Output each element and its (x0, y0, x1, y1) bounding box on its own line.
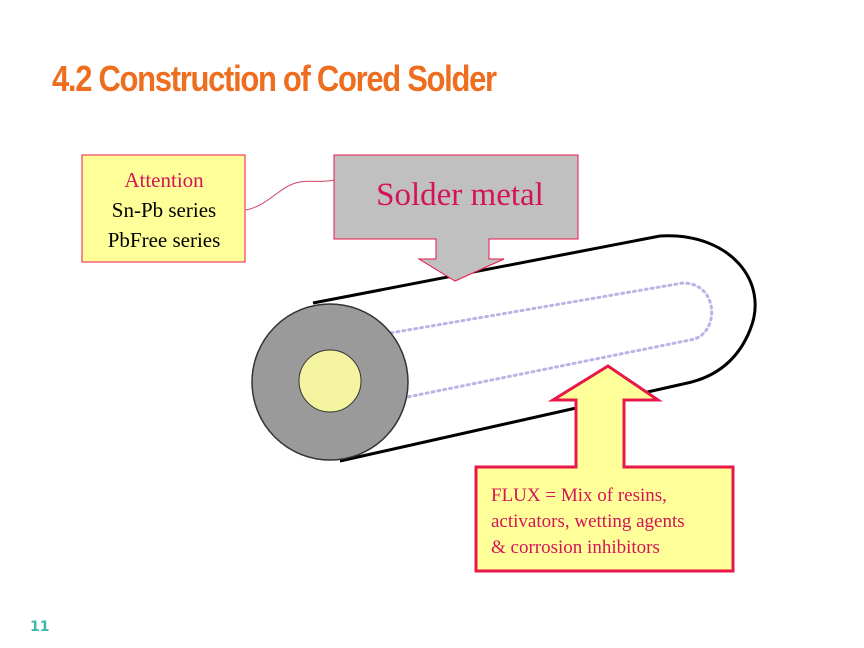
slide-title: 4.2 Construction of Cored Solder (52, 58, 497, 99)
cylinder-body (330, 236, 732, 461)
flux-line-2: activators, wetting agents (491, 511, 685, 532)
attention-heading: Attention (124, 168, 204, 192)
connector-line (245, 179, 335, 211)
flux-core-dotted-line (318, 281, 714, 414)
solder-metal-label: Solder metal (376, 177, 544, 213)
flux-line-1: FLUX = Mix of resins, (491, 485, 667, 506)
attention-box (81, 154, 246, 263)
flux-core-section (298, 349, 362, 413)
attention-line-pbfree: PbFree series (108, 228, 221, 252)
cylinder-top-edge (312, 234, 661, 305)
flux-line-3: & corrosion inhibitors (491, 537, 660, 558)
flux-callout (474, 364, 735, 573)
attention-line-snpb: Sn-Pb series (112, 198, 216, 222)
cylinder-end-cap (659, 234, 757, 386)
page-number: 11 (30, 619, 50, 635)
solder-metal-callout (333, 154, 579, 282)
